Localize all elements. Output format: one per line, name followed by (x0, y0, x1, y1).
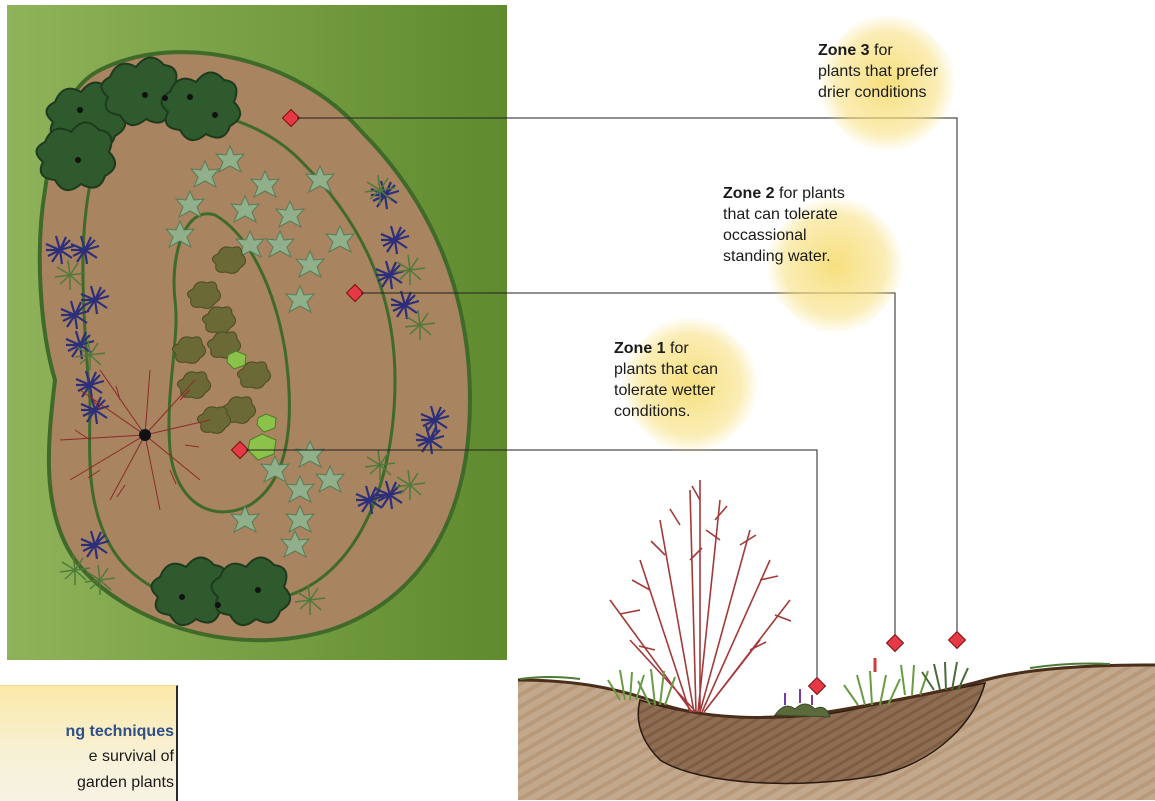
zone-3-line-1: for (874, 42, 893, 59)
zone-2-line-3: occassional (723, 225, 845, 246)
zone-2-section-marker[interactable] (887, 635, 904, 652)
zone-1-title: Zone 1 (614, 340, 666, 357)
plan-view (7, 5, 507, 660)
zone-2-line-4: standing water. (723, 246, 845, 267)
zone-2-line-1: for plants (779, 185, 845, 202)
zone-2-line-2: that can tolerate (723, 204, 845, 225)
zone-3-label: Zone 3 for plants that prefer drier cond… (818, 40, 938, 103)
tips-card-line-1: e survival of (0, 748, 174, 766)
tips-card-line-2: garden plants (0, 774, 174, 792)
zone-1-label: Zone 1 for plants that can tolerate wett… (614, 338, 718, 422)
zone-3-line-3: drier conditions (818, 82, 938, 103)
zone-1-section-marker[interactable] (809, 678, 826, 695)
zone-1-line-3: tolerate wetter (614, 380, 718, 401)
dogwood-shrub-icon (610, 480, 791, 712)
zone-1-line-1: for (670, 340, 689, 357)
zone-1-line-4: conditions. (614, 401, 718, 422)
zone-2-title: Zone 2 (723, 185, 775, 202)
zone-3-title: Zone 3 (818, 42, 870, 59)
tips-card: ng techniques e survival of garden plant… (0, 685, 178, 801)
tips-card-title: ng techniques (0, 723, 174, 741)
zone-3-section-marker[interactable] (949, 632, 966, 649)
cross-section-view (518, 480, 1155, 800)
zone-2-label: Zone 2 for plants that can tolerate occa… (723, 183, 845, 267)
zone-3-line-2: plants that prefer (818, 61, 938, 82)
zone-1-line-2: plants that can (614, 359, 718, 380)
